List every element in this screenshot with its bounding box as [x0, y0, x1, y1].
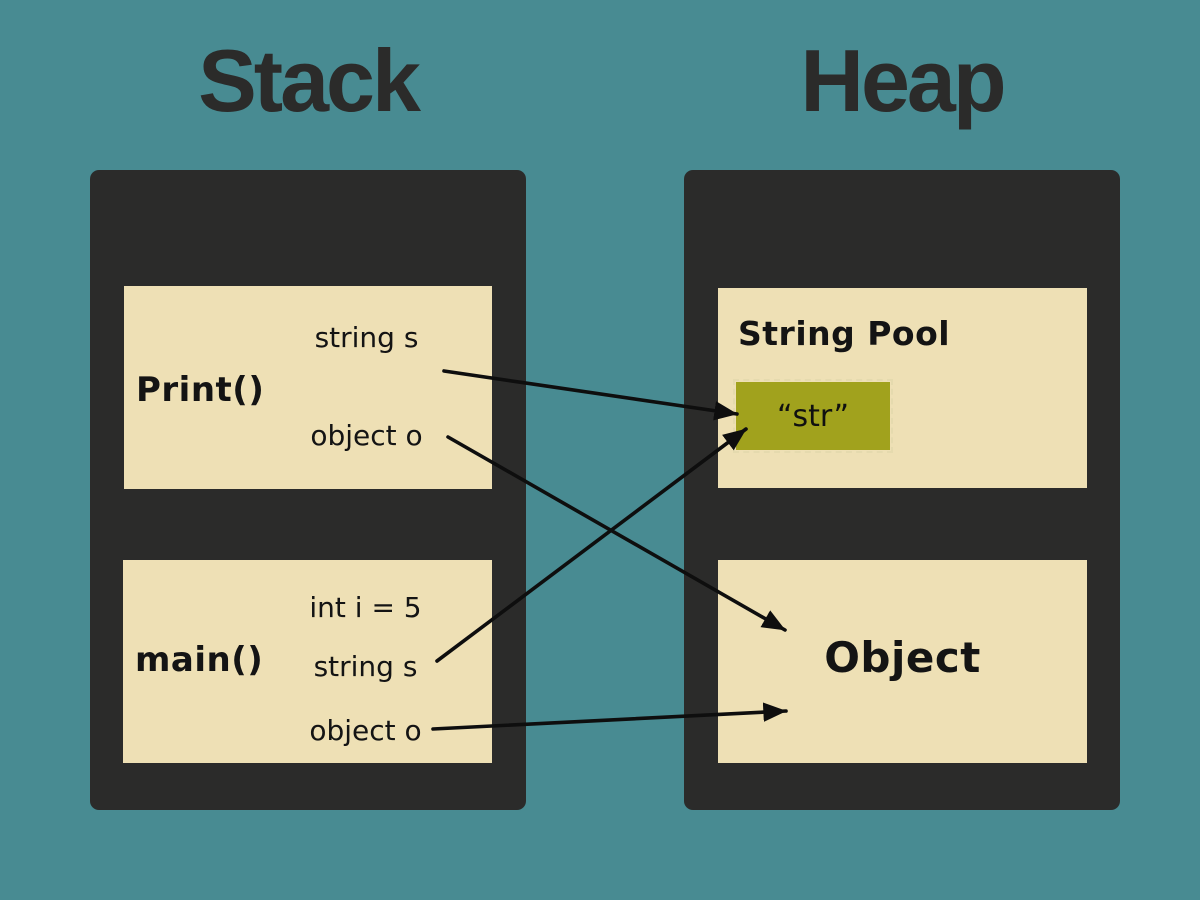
stack-frame-print: Print() string s object o: [124, 286, 492, 489]
stack-title: Stack: [198, 31, 421, 130]
var-print-string-s: string s: [314, 321, 419, 354]
heap-region-object: Object: [718, 560, 1087, 763]
frame-name-print: Print(): [136, 370, 265, 410]
string-literal-str: “str”: [733, 379, 893, 453]
stack-container: Print() string s object o main() int i =…: [90, 170, 526, 810]
object-label: Object: [824, 633, 981, 682]
frame-name-main: main(): [135, 640, 264, 680]
heap-container: String Pool “str” Object: [684, 170, 1120, 810]
stack-frame-main: main() int i = 5 string s object o: [123, 560, 492, 763]
var-main-int-i: int i = 5: [309, 591, 422, 624]
heap-region-string-pool: String Pool “str”: [718, 288, 1087, 488]
string-pool-label: String Pool: [738, 314, 951, 353]
var-main-object-o: object o: [309, 714, 422, 747]
var-print-object-o: object o: [310, 419, 423, 452]
var-main-string-s: string s: [313, 650, 418, 683]
heap-title: Heap: [800, 31, 1006, 130]
